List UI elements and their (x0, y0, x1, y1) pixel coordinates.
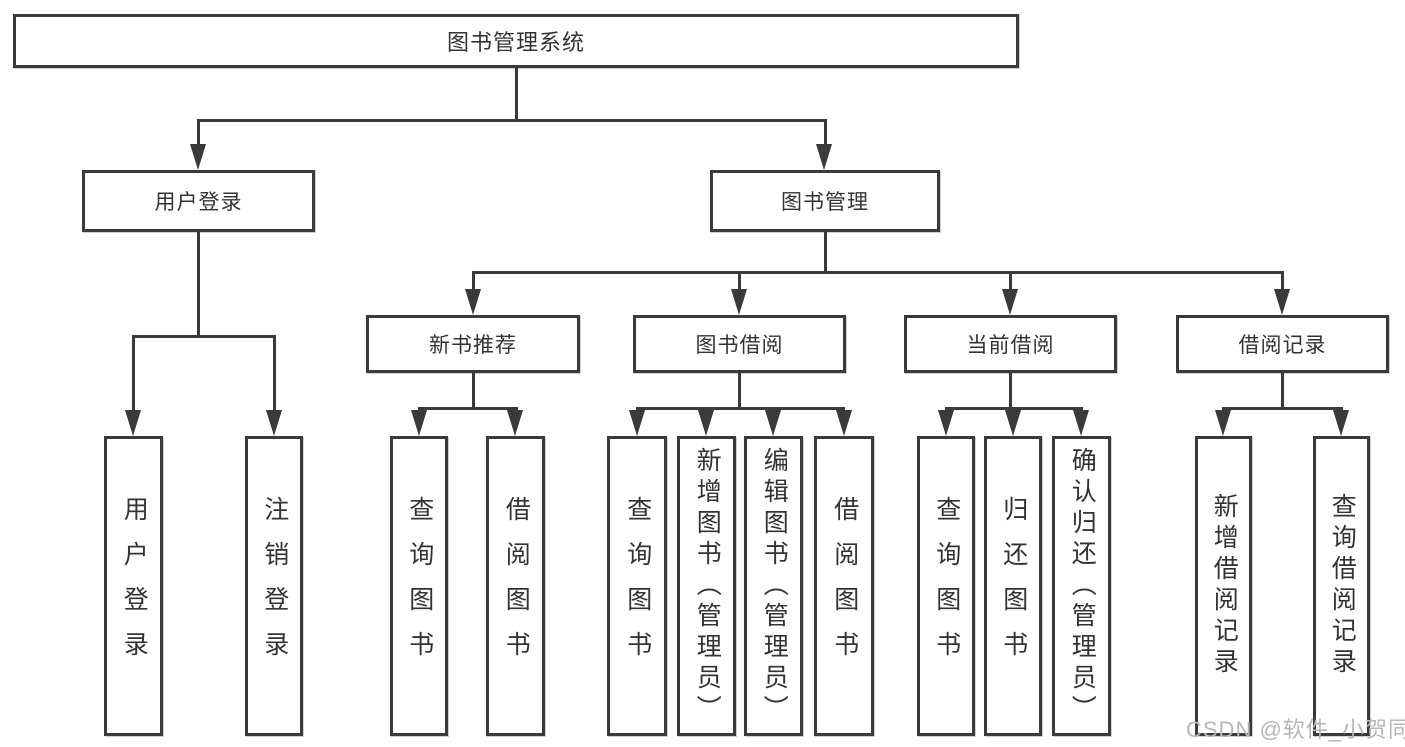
node-label: 当前借阅 (966, 334, 1055, 357)
connector-line (418, 407, 518, 410)
leaf-query-books-newbook: 查询图书 (390, 436, 448, 736)
leaf-return-books: 归还图书 (984, 436, 1042, 736)
connector-line (197, 119, 200, 152)
arrowhead-down-icon (507, 410, 523, 436)
leaf-logout-login: 注销登录 (245, 436, 303, 736)
leaf-label: 查询图书 (405, 496, 434, 676)
connector-line (1281, 373, 1284, 409)
connector-line (738, 271, 741, 292)
node-user-login: 用户登录 (82, 170, 315, 232)
arrowhead-down-icon (411, 410, 427, 436)
arrowhead-down-icon (731, 289, 747, 315)
connector-line (945, 407, 1083, 410)
connector-line (472, 271, 1284, 274)
arrowhead-down-icon (1333, 410, 1349, 436)
arrowhead-down-icon (629, 410, 645, 436)
leaf-borrow-books-borrow: 借阅图书 (814, 436, 874, 736)
leaf-label: 查询借阅记录 (1328, 493, 1357, 679)
arrowhead-down-icon (1005, 410, 1021, 436)
arrowhead-down-icon (1215, 410, 1231, 436)
leaf-label: 新增图书（管理员） (693, 446, 722, 726)
arrowhead-down-icon (836, 410, 852, 436)
leaf-add-books-admin: 新增图书（管理员） (677, 436, 736, 736)
node-book-borrow: 图书借阅 (633, 315, 846, 373)
leaf-label: 借阅图书 (830, 496, 859, 676)
node-label: 用户登录 (154, 191, 243, 214)
arrowhead-down-icon (465, 289, 481, 315)
node-label: 图书管理系统 (446, 30, 585, 55)
connector-line (824, 232, 827, 273)
leaf-label: 查询图书 (932, 496, 961, 676)
node-borrow-records: 借阅记录 (1176, 315, 1389, 373)
connector-line (515, 66, 518, 121)
connector-line (1222, 407, 1343, 410)
node-library-management-system: 图书管理系统 (13, 14, 1019, 68)
leaf-label: 新增借阅记录 (1210, 493, 1239, 679)
leaf-label: 用户登录 (120, 496, 149, 676)
node-current-borrow: 当前借阅 (904, 315, 1117, 373)
leaf-query-books-borrow: 查询图书 (607, 436, 667, 736)
leaf-borrow-books-newbook: 借阅图书 (486, 436, 545, 736)
node-label: 图书借阅 (695, 334, 784, 357)
leaf-label: 确认归还（管理员） (1068, 446, 1097, 726)
arrowhead-down-icon (765, 410, 781, 436)
connector-line (472, 271, 475, 292)
leaf-label: 借阅图书 (502, 496, 531, 676)
connector-line (1009, 271, 1012, 292)
arrowhead-down-icon (1002, 289, 1018, 315)
node-book-management: 图书管理 (710, 170, 940, 232)
leaf-add-borrow-record: 新增借阅记录 (1195, 436, 1252, 736)
connector-line (132, 335, 275, 338)
arrowhead-down-icon (698, 410, 714, 436)
connector-line (132, 335, 135, 413)
connector-line (824, 119, 827, 152)
arrowhead-down-icon (125, 410, 141, 436)
leaf-query-books-current: 查询图书 (917, 436, 975, 736)
arrowhead-down-icon (816, 144, 832, 170)
arrowhead-down-icon (1073, 410, 1089, 436)
connector-line (197, 232, 200, 337)
connector-line (1009, 373, 1012, 409)
node-label: 借阅记录 (1238, 334, 1327, 357)
connector-line (636, 407, 845, 410)
arrowhead-down-icon (190, 144, 206, 170)
leaf-query-borrow-record: 查询借阅记录 (1313, 436, 1370, 736)
leaf-label: 归还图书 (999, 496, 1028, 676)
leaf-confirm-return-admin: 确认归还（管理员） (1052, 436, 1111, 736)
leaf-user-login: 用户登录 (104, 436, 163, 736)
leaf-label: 编辑图书（管理员） (760, 446, 789, 726)
node-label: 图书管理 (781, 191, 869, 214)
node-label: 新书推荐 (429, 334, 517, 357)
leaf-edit-books-admin: 编辑图书（管理员） (744, 436, 803, 736)
node-new-book-recommend: 新书推荐 (366, 315, 580, 373)
watermark: CSDN @软件_小贺同学 (1186, 717, 1405, 742)
arrowhead-down-icon (266, 410, 282, 436)
leaf-label: 查询图书 (623, 496, 652, 676)
connector-line (472, 373, 475, 409)
connector-line (1281, 271, 1284, 292)
leaf-label: 注销登录 (260, 496, 289, 676)
arrowhead-down-icon (938, 410, 954, 436)
connector-line (197, 119, 826, 122)
connector-line (738, 373, 741, 409)
connector-line (273, 335, 276, 413)
arrowhead-down-icon (1274, 289, 1290, 315)
